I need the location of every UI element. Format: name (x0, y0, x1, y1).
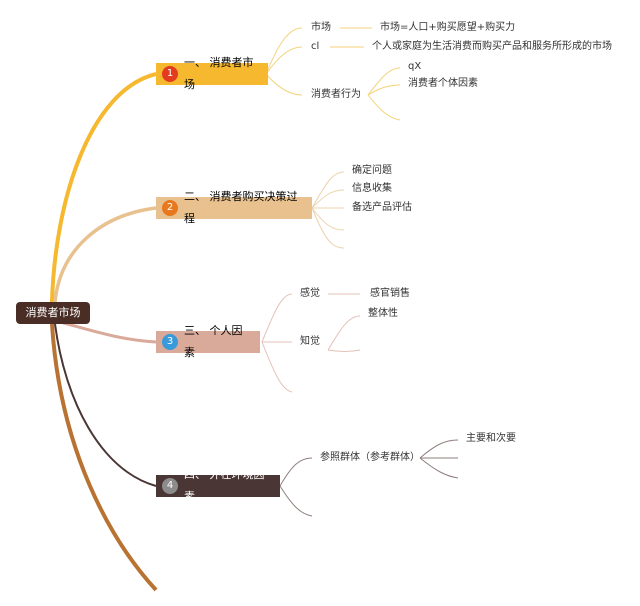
badge-1: 1 (162, 66, 178, 82)
badge-3: 3 (162, 334, 178, 350)
topic-reference-group[interactable]: 参照群体（参考群体） (320, 452, 420, 463)
connector-b3-sense (261, 293, 293, 343)
topic-perception[interactable]: 知觉 (300, 336, 320, 347)
topic-market-detail[interactable]: 市场=人口+购买愿望+购买力 (380, 22, 516, 33)
connector-root-branch2 (53, 206, 157, 303)
connector-ref-sub1 (419, 439, 459, 459)
branch-title: 二、 消费者购买决策过程 (184, 190, 298, 225)
connector-root-branch4 (54, 323, 157, 487)
topic-market[interactable]: 市场 (311, 22, 331, 33)
connector-root-branch1 (50, 72, 157, 303)
connector-b3-empty (261, 341, 293, 393)
branch-title: 三、 个人因素 (184, 324, 243, 359)
branch-title: 四、 外在环境因素 (184, 468, 265, 503)
connector-b2-c5 (311, 207, 345, 249)
connector-perception-sub2 (327, 349, 361, 352)
branch-node-4[interactable]: 4 四、 外在环境因素 (156, 468, 280, 503)
connector-ref-sub3 (419, 457, 459, 479)
connector-b2-c2 (311, 189, 345, 209)
connector-b4-empty (279, 485, 313, 517)
connector-root-branch3 (59, 320, 157, 344)
connector-behavior-sub2 (367, 84, 401, 96)
branch-node-2[interactable]: 2 二、 消费者购买决策过程 (156, 190, 312, 225)
topic-evaluate-alternatives[interactable]: 备选产品评估 (352, 202, 412, 213)
topic-sensation[interactable]: 感觉 (300, 288, 320, 299)
connector-b2-c4 (311, 207, 345, 231)
connector-behavior-sub1 (367, 67, 401, 96)
topic-cl-detail[interactable]: 个人或家庭为生活消费而购买产品和服务所形成的市场 (372, 41, 612, 52)
connector-b4-ref (279, 457, 313, 487)
connector-perception-sub1 (327, 315, 361, 351)
topic-behavior-sub-1[interactable]: qX (408, 61, 422, 72)
connector-b1-market (265, 27, 303, 75)
connector-b2-c1 (311, 171, 345, 209)
topic-primary-secondary[interactable]: 主要和次要 (466, 433, 516, 444)
topic-wholeness[interactable]: 整体性 (368, 308, 398, 319)
branch-title: 一、 消费者市场 (184, 56, 254, 91)
branch-node-1[interactable]: 1 一、 消费者市场 (156, 56, 268, 91)
topic-behavior-sub-2[interactable]: 消费者个体因素 (408, 78, 478, 89)
topic-identify-problem[interactable]: 确定问题 (352, 165, 392, 176)
topic-info-collection[interactable]: 信息收集 (352, 183, 392, 194)
connector-b1-behavior (265, 73, 303, 96)
root-node[interactable]: 消费者市场 (16, 302, 90, 324)
connector-root-tail (50, 323, 158, 592)
topic-sensory-marketing[interactable]: 感官销售 (370, 288, 410, 299)
branch-node-3[interactable]: 3 三、 个人因素 (156, 324, 260, 359)
connector-b1-cl (265, 46, 303, 75)
topic-consumer-behavior[interactable]: 消费者行为 (311, 89, 361, 100)
topic-cl[interactable]: cl (311, 41, 320, 52)
badge-2: 2 (162, 200, 178, 216)
connector-behavior-sub3 (367, 94, 401, 121)
badge-4: 4 (162, 478, 178, 494)
